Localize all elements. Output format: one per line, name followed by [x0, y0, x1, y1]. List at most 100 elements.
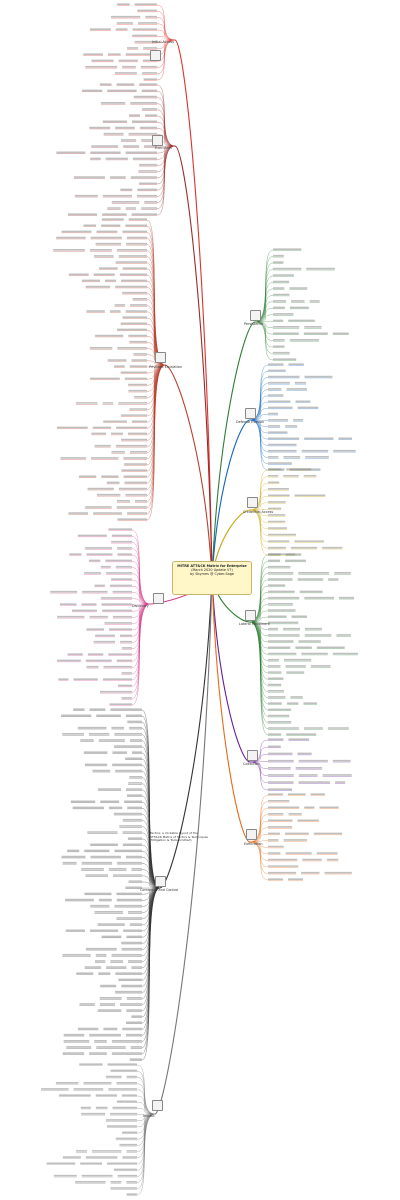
- branch-label-impact[interactable]: Impact: [143, 1114, 155, 1118]
- leaf-label-placeholder: [119, 1143, 137, 1146]
- leaf-label-placeholder: [97, 923, 125, 925]
- leaf-label-placeholder: [85, 659, 112, 662]
- leaf-label-placeholder: [132, 34, 157, 37]
- leaf-label-placeholder: [268, 481, 280, 484]
- leaf-label-placeholder: [268, 474, 279, 477]
- leaf-label-placeholder: [117, 553, 132, 555]
- branch-label-exfiltration[interactable]: Exfiltration: [244, 842, 263, 846]
- leaf-label-placeholder: [111, 578, 132, 580]
- leaf-label-placeholder: [118, 978, 142, 981]
- leaf-label-placeholder: [111, 201, 140, 203]
- leaf-label-placeholder: [268, 683, 282, 686]
- leaf-label-placeholder: [92, 1150, 122, 1152]
- leaf-label-placeholder: [97, 1009, 122, 1011]
- leaf-label-placeholder: [107, 89, 137, 92]
- branch-edge: [211, 577, 251, 763]
- leaf-label-placeholder: [134, 395, 147, 398]
- leaf-label-placeholder: [273, 293, 290, 296]
- leaf-label-placeholder: [273, 254, 284, 257]
- leaf-label-placeholder: [72, 806, 105, 809]
- leaf-label-placeholder: [81, 603, 97, 605]
- branch-label-credential-access[interactable]: Credential Access: [243, 510, 274, 514]
- leaf-label-placeholder: [132, 120, 157, 123]
- leaf-label-placeholder: [56, 426, 88, 429]
- leaf-label-placeholder: [273, 326, 300, 328]
- leaf-label-placeholder: [86, 665, 99, 668]
- sub-branch-edge: [136, 1113, 156, 1196]
- leaf-label-placeholder: [111, 1039, 142, 1042]
- leaf-label-placeholder: [88, 559, 101, 562]
- leaf-label-placeholder: [310, 793, 325, 795]
- leaf-label-placeholder: [268, 839, 279, 841]
- leaf-label-placeholder: [273, 306, 285, 309]
- leaf-label-placeholder: [69, 553, 82, 555]
- leaf-label-placeholder: [119, 825, 142, 827]
- leaf-label-placeholder: [95, 334, 124, 337]
- leaf-label-placeholder: [268, 394, 284, 396]
- leaf-label-placeholder: [91, 59, 114, 62]
- leaf-label-placeholder: [316, 852, 338, 854]
- leaf-label-placeholder: [62, 732, 84, 735]
- leaf-label-placeholder: [100, 800, 120, 803]
- leaf-label-placeholder: [268, 865, 299, 867]
- central-topic-title: MITRE ATT&CK Matrix for Enterprise: [177, 564, 247, 568]
- leaf-label-placeholder: [125, 1033, 142, 1036]
- leaf-label-placeholder: [126, 788, 142, 790]
- leaf-label-placeholder: [268, 565, 291, 568]
- leaf-label-placeholder: [268, 381, 290, 384]
- leaf-label-placeholder: [126, 1181, 137, 1183]
- persistence-icon: [250, 310, 261, 321]
- exfiltration-icon: [246, 829, 257, 840]
- leaf-label-placeholder: [101, 218, 124, 220]
- leaf-label-placeholder: [56, 236, 86, 239]
- leaf-label-placeholder: [116, 892, 142, 895]
- leaf-label-placeholder: [108, 1088, 137, 1090]
- leaf-label-placeholder: [89, 28, 111, 30]
- leaf-label-placeholder: [338, 596, 354, 599]
- leaf-label-placeholder: [62, 861, 77, 864]
- leaf-label-placeholder: [291, 615, 308, 618]
- leaf-label-placeholder: [102, 194, 132, 197]
- leaf-label-placeholder: [89, 126, 111, 129]
- leaf-label-placeholder: [105, 559, 132, 562]
- leaf-label-placeholder: [126, 1075, 137, 1078]
- branch-label-discovery[interactable]: Discovery: [132, 604, 149, 608]
- credential-access-icon: [247, 497, 258, 508]
- leaf-label-placeholder: [122, 1027, 142, 1030]
- leaf-label-placeholder: [68, 273, 89, 276]
- branch-label-collection[interactable]: Collection: [243, 762, 260, 766]
- leaf-label-placeholder: [268, 456, 279, 458]
- branch-label-command-and-control[interactable]: Command and Control: [140, 888, 179, 892]
- branch-label-initial-access[interactable]: Initial Access: [152, 40, 175, 44]
- leaf-label-placeholder: [133, 95, 157, 98]
- sub-branch-edge: [156, 145, 176, 216]
- leaf-label-placeholder: [126, 1021, 142, 1024]
- leaf-label-placeholder: [122, 267, 147, 269]
- leaf-label-placeholder: [268, 852, 281, 854]
- branch-label-persistence[interactable]: Persistence: [244, 322, 264, 326]
- leaf-label-placeholder: [273, 280, 290, 283]
- leaf-label-placeholder: [94, 255, 114, 257]
- leaf-label-placeholder: [131, 1015, 142, 1018]
- leaf-label-placeholder: [84, 892, 112, 895]
- leaf-label-placeholder: [106, 572, 132, 574]
- central-topic[interactable]: MITRE ATT&CK Matrix for Enterprise (Marc…: [172, 561, 252, 595]
- leaf-label-placeholder: [116, 22, 133, 24]
- branch-label-execution[interactable]: Execution: [155, 146, 172, 150]
- leaf-label-placeholder: [84, 763, 108, 766]
- leaf-label-placeholder: [126, 935, 142, 938]
- leaf-label-placeholder: [128, 782, 142, 784]
- leaf-label-placeholder: [124, 800, 142, 803]
- branch-label-privilege-escalation[interactable]: Privilege Escalation: [149, 365, 182, 369]
- leaf-label-placeholder: [95, 1094, 117, 1096]
- leaf-label-placeholder: [98, 739, 125, 741]
- leaf-label-placeholder: [112, 751, 127, 753]
- leaf-label-placeholder: [105, 157, 128, 160]
- leaf-label-placeholder: [127, 806, 142, 809]
- leaf-label-placeholder: [288, 878, 304, 880]
- branch-label-lateral-movement[interactable]: Lateral Movement: [239, 622, 270, 626]
- leaf-label-placeholder: [268, 878, 284, 880]
- leaf-label-placeholder: [289, 338, 320, 341]
- branch-label-defense-evasion[interactable]: Defense Evasion: [236, 420, 265, 424]
- leaf-label-placeholder: [121, 1094, 137, 1096]
